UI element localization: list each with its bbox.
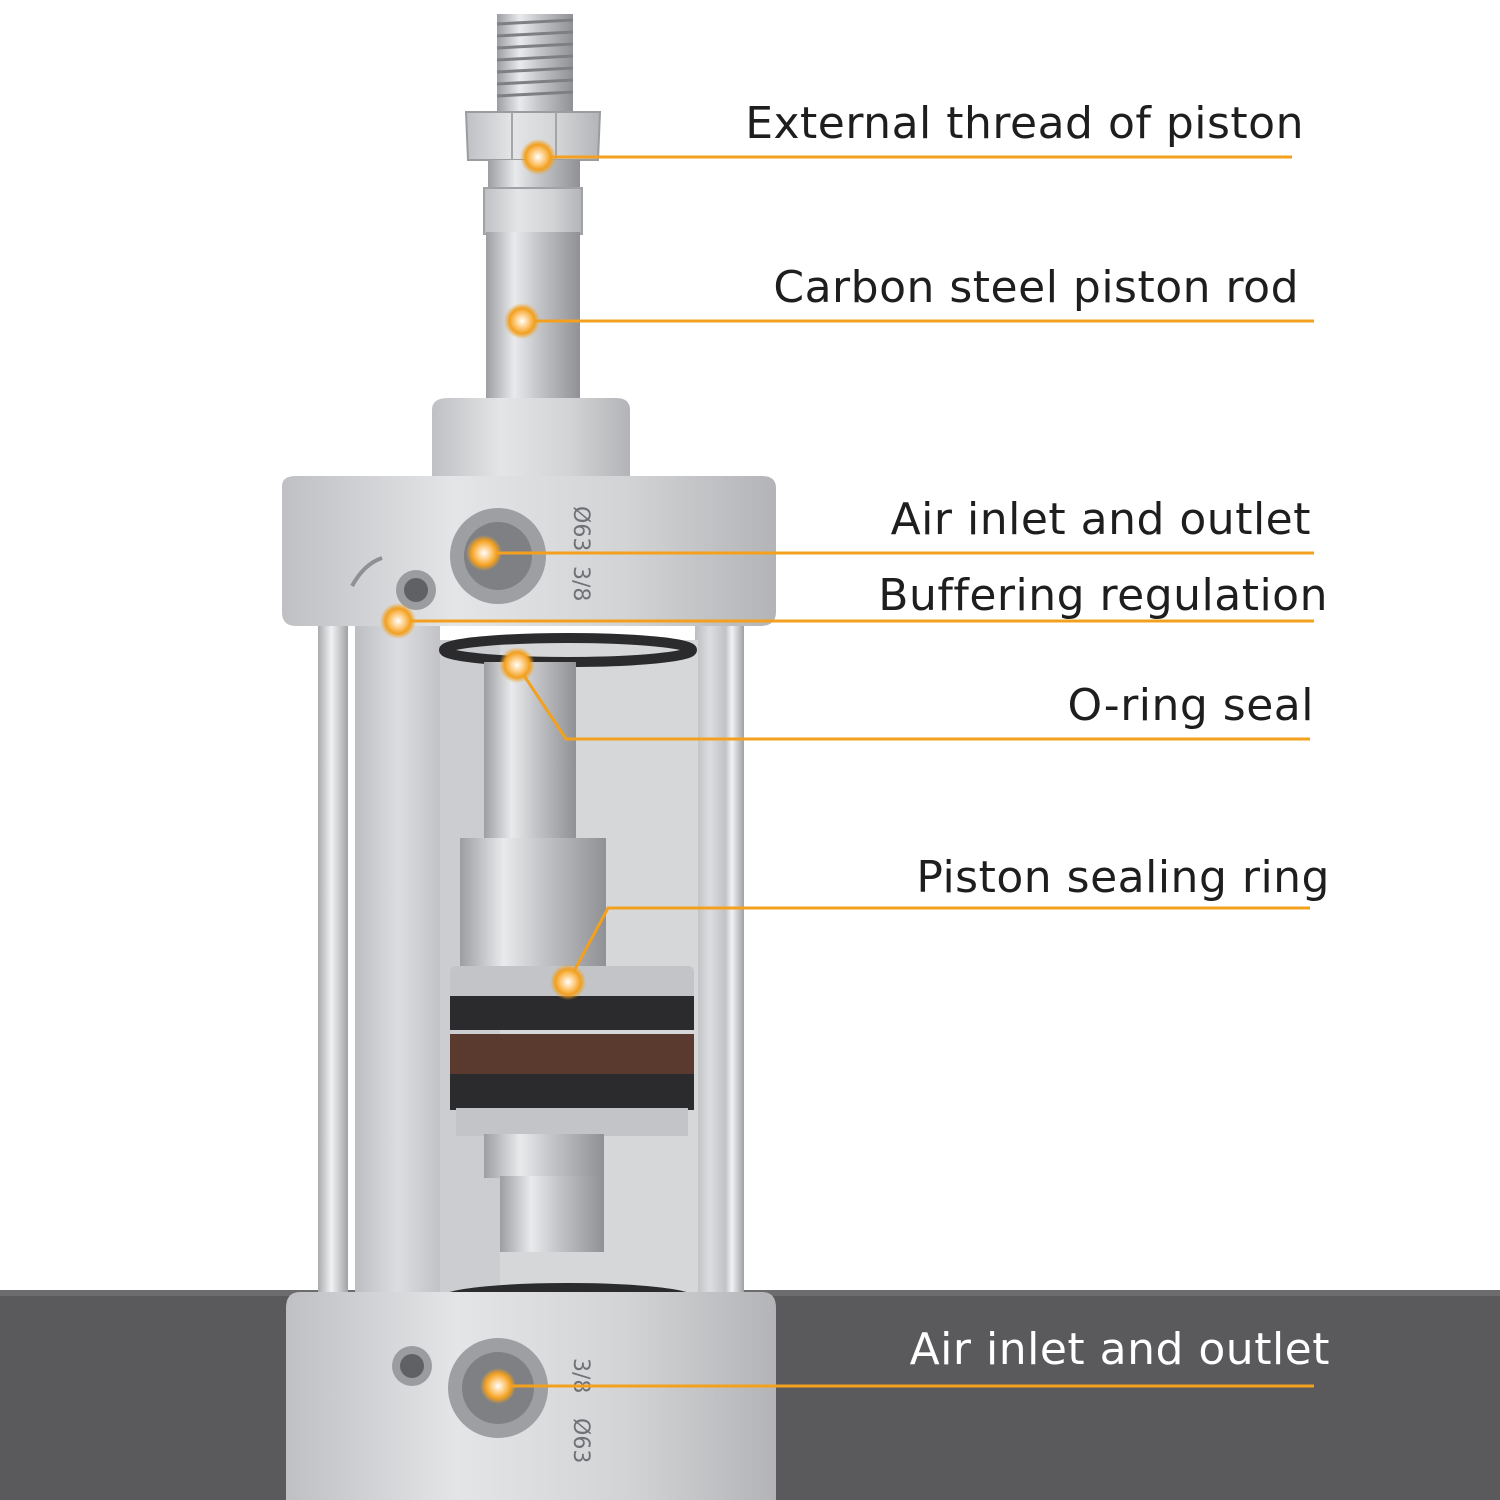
external-thread [496,14,574,114]
piston-nut [484,1134,604,1178]
label-piston-sealing-ring: Piston sealing ring [916,852,1330,903]
barrel-wall [355,620,440,1310]
leader-line [515,664,1310,741]
tie-rod [318,620,348,1310]
inner-piston-rod [484,662,576,842]
callout-dot [380,603,416,639]
cushion-screw [404,578,428,602]
callout-dot [466,535,502,571]
lower-rod [500,1176,604,1252]
callout-dot [550,964,586,1000]
leader-lines [398,155,1314,1388]
piston-boss [460,838,606,974]
port-size-engraving: 3/8 [568,566,593,601]
leader-line [566,906,1310,983]
barrel-wall [695,620,725,1310]
bore-engraving: Ø63 [568,1418,593,1463]
label-buffering-regulation: Buffering regulation [878,570,1328,621]
label-piston-rod: Carbon steel piston rod [773,262,1299,313]
bore-engraving: Ø63 [568,506,593,551]
rod-bushing [432,398,630,478]
callout-dot [499,647,535,683]
port-size-engraving: 3/8 [568,1358,593,1393]
label-lower-air-port: Air inlet and outlet [909,1324,1330,1375]
label-upper-air-port: Air inlet and outlet [890,494,1311,545]
tie-rod [722,620,744,1310]
rear-end-cap: 3/8 Ø63 [286,1292,776,1500]
front-end-cap: Ø63 3/8 [282,476,776,626]
callout-dot [520,139,556,175]
rod-flats [483,187,583,235]
callout-dot [480,1368,516,1404]
label-external-thread: External thread of piston [745,98,1304,149]
callout-dot [504,303,540,339]
piston-seal [450,966,694,1136]
callout-markers [380,139,586,1404]
label-o-ring-seal: O-ring seal [1067,680,1314,731]
